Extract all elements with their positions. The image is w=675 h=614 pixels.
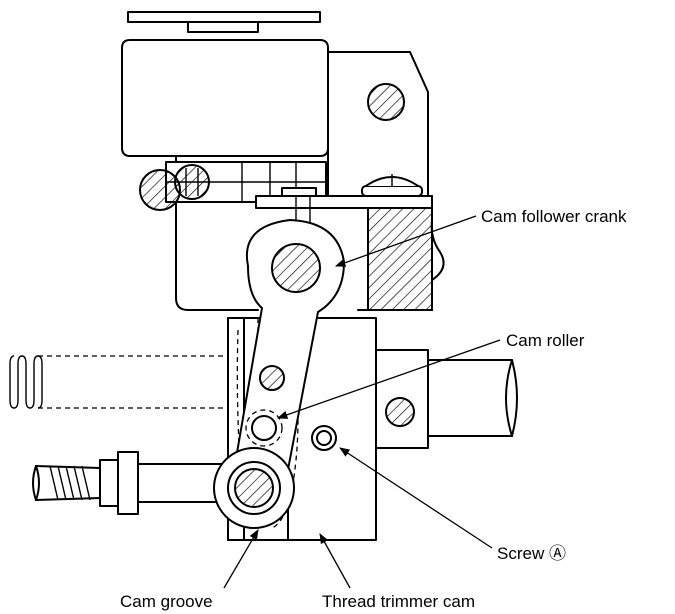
label-cam-roller: Cam roller <box>506 331 585 350</box>
mounting-plate <box>255 174 433 226</box>
label-cam-follower-crank: Cam follower crank <box>481 207 627 226</box>
cam-follower-crank <box>213 219 345 529</box>
right-shaft <box>385 359 518 437</box>
label-cam-groove: Cam groove <box>120 592 213 611</box>
left-threaded-rod <box>32 451 229 515</box>
spring <box>9 355 228 409</box>
cam-roller <box>245 409 283 447</box>
leader-lines <box>223 215 501 589</box>
label-screw-a: Screw Ⓐ <box>497 544 566 563</box>
label-thread-trimmer-cam: Thread trimmer cam <box>322 592 475 611</box>
upper-right-screw <box>367 83 405 121</box>
screw-a <box>311 425 337 451</box>
hatched-bracket <box>367 207 433 311</box>
upper-housing <box>121 11 445 311</box>
